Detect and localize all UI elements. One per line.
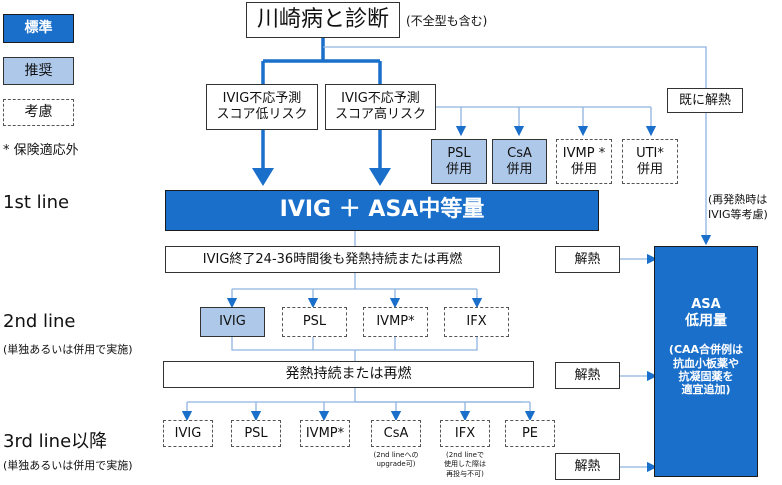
second-ifx: IFX bbox=[444, 307, 509, 337]
asa-note-line1: (CAA合併例は bbox=[668, 343, 744, 357]
refever-note-line2: IVIG等考慮) bbox=[708, 208, 768, 222]
second-ivig: IVIG bbox=[200, 307, 265, 337]
afebrile-box-2: 解熱 bbox=[555, 362, 620, 389]
combo-csa-label: CsA bbox=[507, 145, 532, 161]
third-csa-note: (2nd lineへの upgrade可) bbox=[371, 451, 421, 470]
second-ivmp: IVMP* bbox=[363, 307, 428, 337]
second-psl: PSL bbox=[282, 307, 347, 337]
asa-low-title1: ASA bbox=[691, 297, 721, 312]
afebrile-box-3: 解熱 bbox=[555, 453, 620, 480]
ifx-note-line1: (2nd lineで bbox=[446, 451, 484, 459]
combo-psl-sub: 併用 bbox=[445, 161, 472, 177]
third-ifx-note: (2nd lineで 使用した際は 再投与不可) bbox=[437, 451, 493, 479]
third-psl: PSL bbox=[231, 420, 281, 447]
ifx-note-line2: 使用した際は bbox=[444, 460, 486, 469]
already-afebrile-box: 既に解熱 bbox=[667, 88, 743, 113]
low-risk-line1: IVIG不応予測 bbox=[222, 91, 302, 107]
combo-ivmp: IVMP *併用 bbox=[556, 139, 612, 184]
asa-note-line2: 抗血小板薬や bbox=[673, 356, 739, 370]
second-line-after: 発熱持続または再燃 bbox=[163, 361, 534, 388]
asa-low-title2: 低用量 bbox=[685, 312, 727, 329]
asa-note-line3: 抗凝固薬を bbox=[678, 369, 734, 383]
third-ifx: IFX bbox=[440, 420, 490, 447]
arrow-low-risk bbox=[252, 168, 274, 186]
combo-uti: UTI*併用 bbox=[622, 139, 678, 184]
level-second: 2nd line bbox=[3, 311, 76, 332]
legend-note: * 保険適応外 bbox=[3, 143, 79, 158]
first-line-main: IVIG ＋ ASA中等量 bbox=[165, 190, 599, 231]
thick-connectors bbox=[261, 38, 382, 170]
low-risk-line2: スコア低リスク bbox=[216, 107, 308, 122]
thin-connectors bbox=[181, 46, 712, 473]
combo-uti-sub: 併用 bbox=[636, 161, 663, 177]
first-line-after: IVIG終了24-36時間後も発熱持続または再燃 bbox=[165, 246, 500, 273]
third-ivmp: IVMP* bbox=[300, 420, 350, 447]
csa-note-line2: upgrade可) bbox=[376, 460, 416, 469]
combo-csa-sub: 併用 bbox=[506, 161, 533, 177]
ifx-note-line3: 再投与不可) bbox=[446, 469, 484, 478]
combo-uti-label: UTI* bbox=[636, 145, 664, 161]
level-third-note: (単独あるいは併用で実施) bbox=[3, 459, 133, 472]
arrow-high-risk bbox=[369, 168, 391, 186]
combo-ivmp-label: IVMP * bbox=[562, 145, 606, 161]
afebrile-box-1: 解熱 bbox=[555, 246, 620, 273]
legend-recommended: 推奨 bbox=[3, 57, 74, 85]
asa-low-box: ASA 低用量 (CAA合併例は 抗血小板薬や 抗凝固薬を 適宜追加) bbox=[654, 246, 758, 477]
asa-note-line4: 適宜追加) bbox=[681, 382, 731, 396]
high-risk-line1: IVIG不応予測 bbox=[341, 91, 420, 107]
refever-note-line1: (再発熱時は bbox=[708, 193, 768, 206]
refever-note: (再発熱時は IVIG等考慮) bbox=[708, 192, 768, 223]
combo-psl-label: PSL bbox=[447, 145, 471, 161]
level-third: 3rd line以降 bbox=[3, 431, 108, 452]
third-csa: CsA bbox=[371, 420, 421, 447]
csa-note-line1: (2nd lineへの bbox=[373, 451, 419, 459]
third-pe: PE bbox=[505, 420, 555, 447]
high-risk-box: IVIG不応予測 スコア高リスク bbox=[325, 84, 436, 130]
legend-standard: 標準 bbox=[3, 14, 74, 43]
level-second-note: (単独あるいは併用で実施) bbox=[3, 343, 133, 356]
combo-ivmp-sub: 併用 bbox=[570, 161, 597, 177]
level-first: 1st line bbox=[3, 192, 70, 213]
third-ivig: IVIG bbox=[163, 420, 213, 447]
diagnosis-box: 川崎病と診断 bbox=[246, 2, 400, 38]
legend-consider: 考慮 bbox=[3, 99, 74, 126]
high-risk-line2: スコア高リスク bbox=[334, 107, 426, 122]
low-risk-box: IVIG不応予測 スコア低リスク bbox=[206, 84, 318, 130]
diagnosis-subtitle: (不全型も含む) bbox=[406, 14, 488, 28]
